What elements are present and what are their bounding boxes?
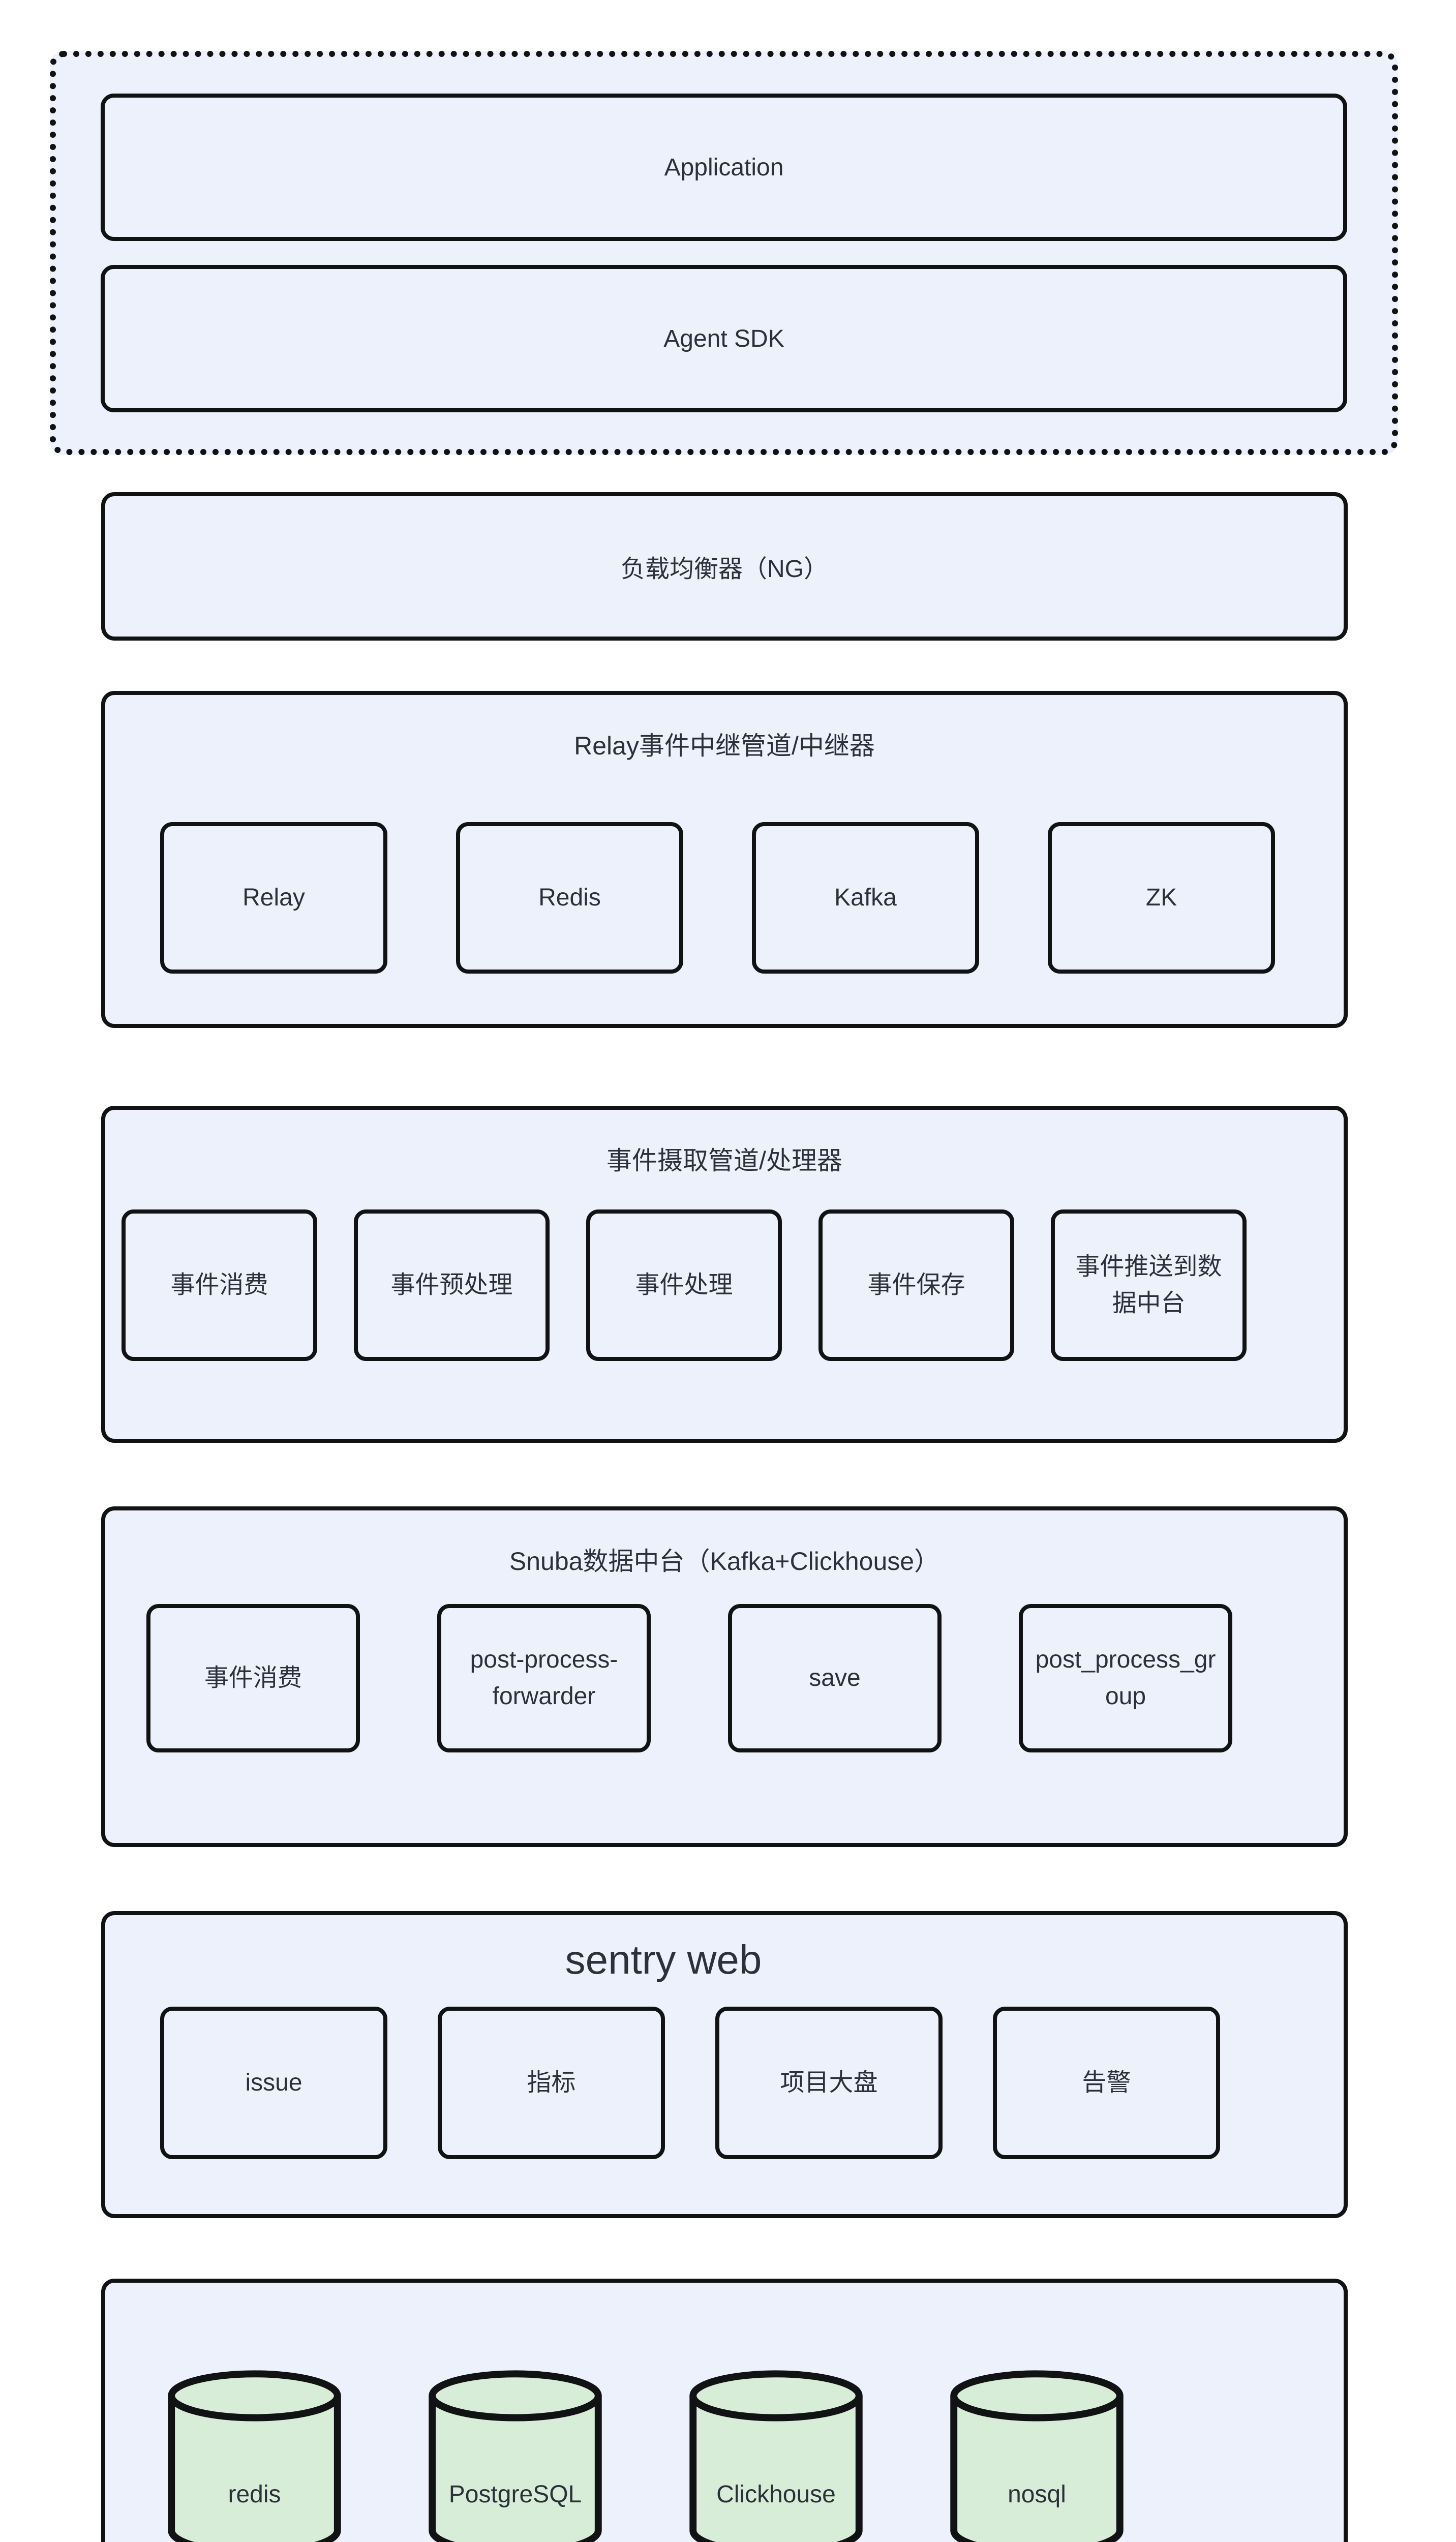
postgresql-db-label: PostgreSQL — [448, 2480, 582, 2508]
relay-node: Relay — [160, 822, 387, 974]
ingest-section: 事件摄取管道/处理器 事件消费 事件预处理 事件处理 事件保存 事件推送到数据中… — [101, 1106, 1348, 1443]
relay-node-label: Relay — [242, 884, 305, 911]
redis-node: Redis — [456, 822, 683, 974]
post-process-group-node: post_process_group — [1019, 1604, 1232, 1752]
event-consume-label: 事件消费 — [170, 1272, 268, 1298]
metrics-label: 指标 — [527, 2069, 576, 2096]
metrics-node: 指标 — [438, 2007, 665, 2159]
post-process-forwarder-node: post-process-forwarder — [437, 1604, 651, 1752]
event-preprocess-node: 事件预处理 — [354, 1209, 550, 1361]
snuba-row: 事件消费 post-process-forwarder save post_pr… — [105, 1604, 1344, 1752]
event-save-node: 事件保存 — [818, 1209, 1014, 1361]
snuba-section-title: Snuba数据中台（Kafka+Clickhouse） — [509, 1547, 940, 1576]
event-consume-node: 事件消费 — [122, 1209, 317, 1361]
nosql-cylinder: nosql — [943, 2368, 1131, 2542]
load-balancer-box: 负载均衡器（NG） — [101, 492, 1348, 641]
relay-row: Relay Redis Kafka ZK — [105, 822, 1344, 974]
sentry-web-title: sentry web — [565, 1937, 762, 1982]
application-box: Application — [101, 94, 1347, 241]
event-save-label: 事件保存 — [867, 1272, 965, 1298]
storage-row: redis PostgreSQL Clickhouse — [105, 2368, 1344, 2542]
zk-node: ZK — [1048, 822, 1275, 974]
redis-node-label: Redis — [538, 884, 601, 911]
agent-sdk-label: Agent SDK — [663, 325, 784, 352]
save-label: save — [809, 1665, 861, 1691]
event-process-label: 事件处理 — [635, 1272, 733, 1298]
client-sdk-group: Application Agent SDK — [50, 51, 1398, 455]
ingest-row: 事件消费 事件预处理 事件处理 事件保存 事件推送到数据中台 — [105, 1209, 1344, 1361]
redis-cylinder: redis — [160, 2368, 349, 2542]
sentry-web-section: sentry web issue 指标 项目大盘 告警 — [101, 1911, 1348, 2218]
snuba-consume-label: 事件消费 — [204, 1665, 302, 1691]
postgresql-cylinder: PostgreSQL — [421, 2368, 610, 2542]
issue-node: issue — [160, 2007, 387, 2159]
event-push-node: 事件推送到数据中台 — [1051, 1209, 1247, 1361]
database-cylinder-icon — [429, 2370, 602, 2542]
clickhouse-cylinder: Clickhouse — [682, 2368, 870, 2542]
post-process-group-label: post_process_group — [1035, 1646, 1216, 1710]
agent-sdk-box: Agent SDK — [101, 265, 1347, 412]
issue-label: issue — [245, 2069, 302, 2096]
project-dashboard-label: 项目大盘 — [780, 2069, 878, 2096]
zk-node-label: ZK — [1145, 884, 1177, 911]
clickhouse-db-label: Clickhouse — [716, 2480, 836, 2508]
event-push-label: 事件推送到数据中台 — [1075, 1253, 1222, 1317]
redis-db-label: redis — [228, 2480, 281, 2508]
alert-label: 告警 — [1082, 2069, 1131, 2096]
database-cylinder-icon — [689, 2370, 863, 2542]
storage-section: redis PostgreSQL Clickhouse — [101, 2279, 1348, 2542]
sentry-web-row: issue 指标 项目大盘 告警 — [105, 2007, 1344, 2159]
ingest-section-title: 事件摄取管道/处理器 — [606, 1146, 842, 1175]
event-process-node: 事件处理 — [586, 1209, 782, 1361]
event-preprocess-label: 事件预处理 — [390, 1272, 513, 1298]
snuba-consume-node: 事件消费 — [146, 1604, 360, 1752]
save-node: save — [728, 1604, 942, 1752]
database-cylinder-icon — [950, 2370, 1124, 2542]
project-dashboard-node: 项目大盘 — [715, 2007, 943, 2159]
nosql-db-label: nosql — [1008, 2480, 1066, 2508]
snuba-section: Snuba数据中台（Kafka+Clickhouse） 事件消费 post-pr… — [101, 1506, 1348, 1847]
database-cylinder-icon — [168, 2370, 341, 2542]
alert-node: 告警 — [993, 2007, 1220, 2159]
post-process-forwarder-label: post-process-forwarder — [470, 1646, 618, 1710]
relay-section-title: Relay事件中继管道/中继器 — [574, 732, 875, 760]
relay-section: Relay事件中继管道/中继器 Relay Redis Kafka ZK — [101, 691, 1348, 1028]
load-balancer-label: 负载均衡器（NG） — [620, 556, 828, 583]
kafka-node: Kafka — [752, 822, 979, 974]
kafka-node-label: Kafka — [834, 884, 897, 911]
application-label: Application — [664, 154, 784, 181]
